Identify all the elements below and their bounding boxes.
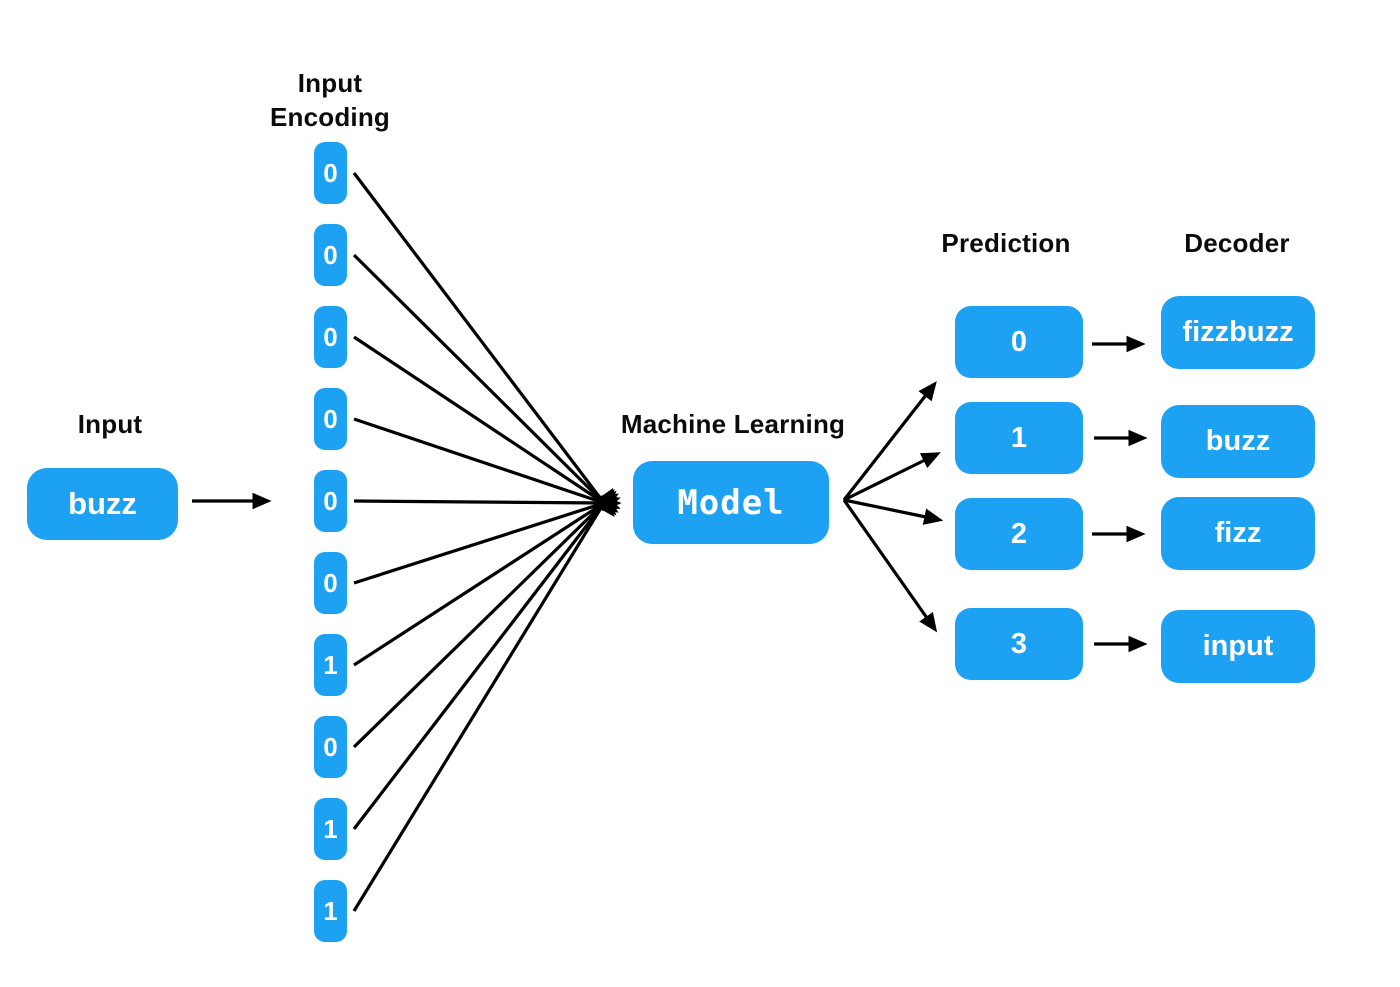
encoding-bit-box: 1 bbox=[314, 634, 347, 696]
prediction-class-box: 3 bbox=[955, 608, 1083, 680]
input-column-label: Input bbox=[77, 409, 143, 439]
input-value-box: buzz bbox=[27, 468, 178, 540]
decoder-output-box: fizzbuzz bbox=[1161, 296, 1315, 369]
model-to-prediction-lines bbox=[842, 381, 944, 633]
decoder-output-box: fizz bbox=[1161, 497, 1315, 570]
model-box: Model bbox=[633, 461, 829, 544]
encoding-bit-box: 1 bbox=[314, 798, 347, 860]
prediction-class-box: 0 bbox=[955, 306, 1083, 378]
encoding-bit-box: 1 bbox=[314, 880, 347, 942]
encoding-bit-box: 0 bbox=[314, 388, 347, 450]
encoding-bit-box: 0 bbox=[314, 306, 347, 368]
encoding-bit-box: 0 bbox=[314, 552, 347, 614]
encoding-bit-box: 0 bbox=[314, 470, 347, 532]
prediction-class-box: 1 bbox=[955, 402, 1083, 474]
decoder-output-box: input bbox=[1161, 610, 1315, 683]
decoder-output-box: buzz bbox=[1161, 405, 1315, 478]
encoding-to-model-lines bbox=[352, 172, 622, 912]
encoding-column-label: Input Encoding bbox=[269, 68, 391, 132]
prediction-to-decoder-arrows bbox=[1092, 335, 1148, 653]
encoding-bit-box: 0 bbox=[314, 224, 347, 286]
prediction-column-label: Prediction bbox=[941, 228, 1071, 258]
encoding-bit-box: 0 bbox=[314, 716, 347, 778]
decoder-column-label: Decoder bbox=[1184, 228, 1290, 258]
machine-learning-label: Machine Learning bbox=[620, 409, 846, 439]
encoding-bit-box: 0 bbox=[314, 142, 347, 204]
prediction-class-box: 2 bbox=[955, 498, 1083, 570]
